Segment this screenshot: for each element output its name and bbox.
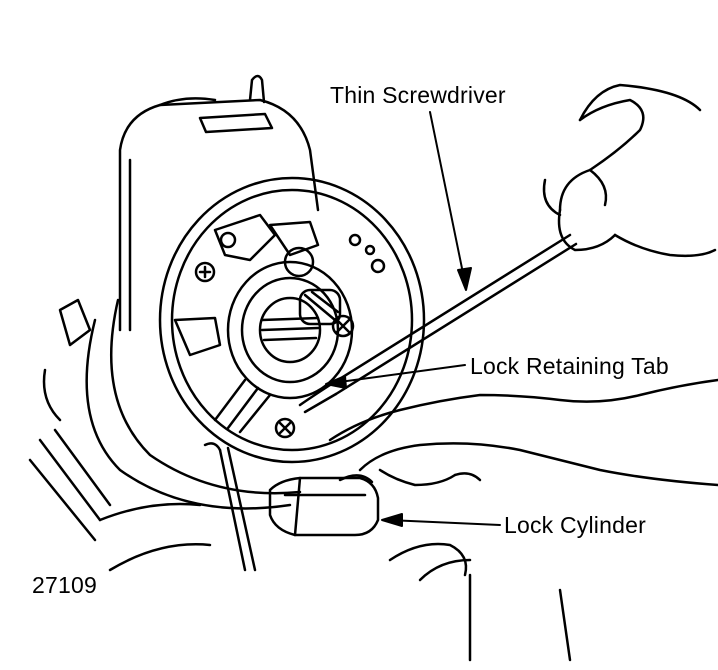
leader-lock-cylinder	[381, 513, 501, 527]
leader-retaining-tab	[325, 364, 466, 389]
lock-plate	[158, 176, 426, 464]
lower-hand	[98, 378, 718, 662]
screwdriver-label: Thin Screwdriver	[330, 82, 506, 108]
lock-cylinder	[268, 474, 380, 537]
retaining-tab-label: Lock Retaining Tab	[470, 353, 669, 379]
leader-screwdriver	[429, 111, 472, 291]
upper-hand	[542, 83, 717, 258]
figure-number: 27109	[32, 572, 97, 598]
thin-screwdriver	[298, 233, 578, 414]
column-housing	[118, 74, 320, 332]
lock-cylinder-label: Lock Cylinder	[504, 512, 646, 538]
